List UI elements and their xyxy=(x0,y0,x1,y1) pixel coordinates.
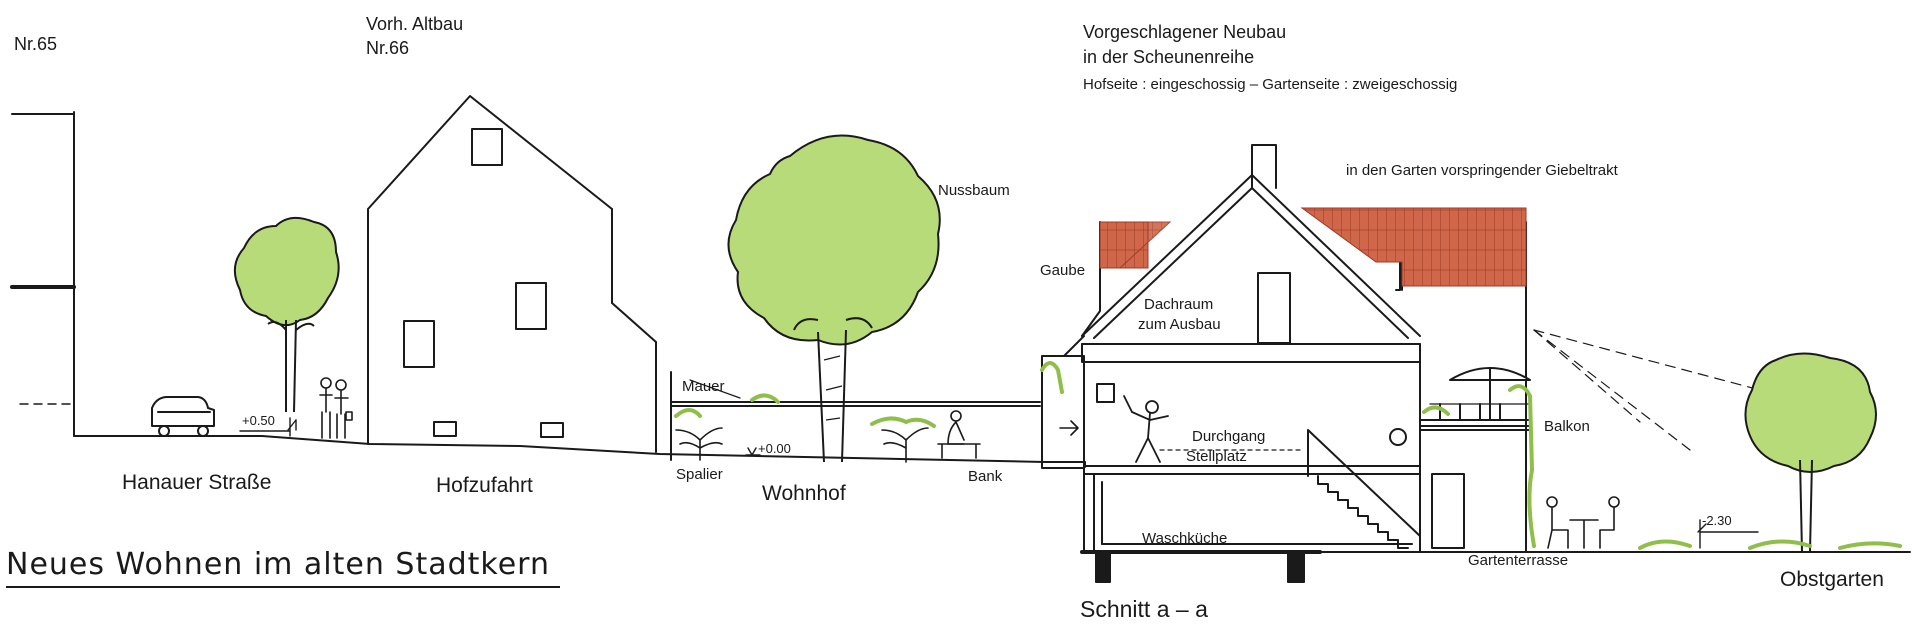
building-altbau xyxy=(367,95,657,453)
view-lines xyxy=(1533,329,1761,451)
label-nussbaum: Nussbaum xyxy=(938,182,1010,199)
label-durchgang: Durchgang xyxy=(1192,428,1266,445)
label-balkon: Balkon xyxy=(1544,418,1590,435)
espalier-shrub xyxy=(675,427,929,463)
car-icon xyxy=(151,396,215,437)
bench-person xyxy=(937,410,981,459)
tree-right xyxy=(1744,352,1877,553)
section-title: Schnitt a – a xyxy=(1080,596,1208,622)
label-bank: Bank xyxy=(968,468,1003,485)
label-stellplatz: Stellplatz xyxy=(1186,448,1247,465)
label-hanauer-strasse: Hanauer Straße xyxy=(122,471,272,494)
drawing-title: Neues Wohnen im alten Stadtkern xyxy=(6,547,550,582)
label-wohnhof: Wohnhof xyxy=(762,482,846,505)
label-dachraum-2: zum Ausbau xyxy=(1138,316,1221,333)
level-plus-text: +0.50 xyxy=(242,413,275,428)
label-dachraum-1: Dachraum xyxy=(1144,296,1214,313)
building-neubau xyxy=(1041,144,1641,583)
building-nr65 xyxy=(10,111,76,437)
label-neubau-3: Hofseite : eingeschossig – Gartenseite :… xyxy=(1083,76,1458,93)
label-waschkueche: Waschküche xyxy=(1142,530,1228,547)
courtyard-wall xyxy=(670,371,1041,461)
label-hofzufahrt: Hofzufahrt xyxy=(436,474,533,497)
label-nr65: Nr.65 xyxy=(14,34,58,54)
tree-left xyxy=(233,216,340,413)
level-zero-text: +0.00 xyxy=(758,441,791,456)
ground-line xyxy=(73,435,1086,468)
people-icon xyxy=(319,377,353,439)
label-gartenterrasse: Gartenterrasse xyxy=(1468,552,1569,569)
label-obstgarten: Obstgarten xyxy=(1780,568,1884,591)
roof-tiles xyxy=(1099,207,1527,287)
level-marker-zero xyxy=(745,447,761,456)
label-altbau-2: Nr.66 xyxy=(366,38,410,58)
label-altbau-1: Vorh. Altbau xyxy=(366,14,464,34)
level-marker-plus xyxy=(239,417,297,437)
level-minus-text: -2.30 xyxy=(1702,513,1732,528)
label-mauer: Mauer xyxy=(682,378,725,395)
terrace-people xyxy=(1546,496,1620,549)
label-gaube: Gaube xyxy=(1040,262,1086,279)
label-neubau-2: in der Scheunenreihe xyxy=(1083,47,1255,67)
shrubs xyxy=(674,361,1902,550)
walking-person xyxy=(1123,395,1169,463)
label-giebeltrakt: in den Garten vorspringender Giebeltrakt xyxy=(1346,162,1618,179)
tree-nussbaum xyxy=(727,134,941,463)
label-spalier: Spalier xyxy=(676,466,723,483)
label-neubau-1: Vorgeschlagener Neubau xyxy=(1083,22,1287,42)
level-marker-minus xyxy=(1697,519,1759,549)
